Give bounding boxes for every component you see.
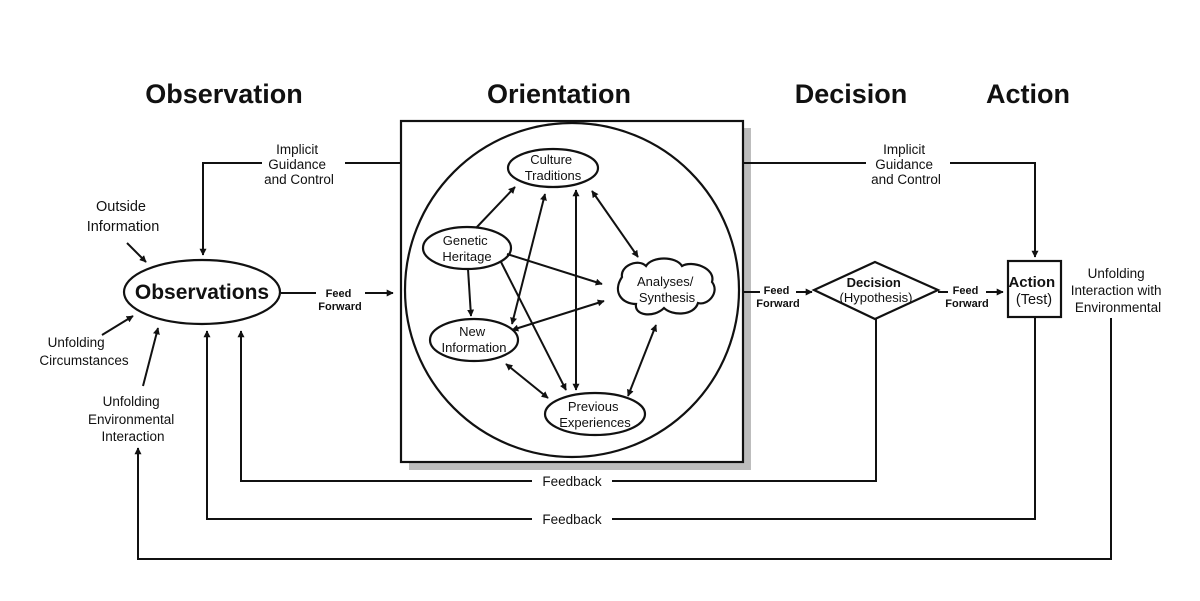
analyses-synthesis-node (616, 257, 716, 316)
observations-node (122, 258, 282, 326)
header-observation: Observation (145, 79, 303, 109)
implicit-guidance-left-label: Implicit Guidance and Control (264, 142, 334, 187)
outside-information-label: Outside Information (87, 199, 160, 235)
feedback-label-2: Feedback (542, 512, 602, 527)
new-information-node (428, 317, 520, 363)
implicit-guidance-left-arrow (199, 162, 401, 256)
analyses-synthesis-label: Analyses/ Synthesis (637, 274, 697, 305)
unfolding-circumstances-arrow (101, 315, 134, 336)
previous-experiences-node (543, 391, 647, 437)
feed-forward-2-label: Feed Forward (756, 285, 799, 310)
header-decision: Decision (795, 79, 908, 109)
new-information-label: New Information (441, 324, 506, 355)
feed-forward-3-label: Feed Forward (945, 285, 988, 310)
implicit-guidance-right-arrow (743, 162, 1039, 258)
feedback-loop-environment (134, 318, 1112, 560)
unfolding-environmental-interaction-label: Unfolding Environmental Interaction (88, 394, 178, 444)
action-label: Action (Test) (1008, 274, 1059, 308)
unfolding-interaction-right-label: Unfolding Interaction with Environmental (1071, 266, 1166, 315)
unfolding-environmental-interaction-arrow (142, 327, 160, 387)
header-action: Action (986, 79, 1070, 109)
culture-traditions-node (506, 147, 600, 189)
feedback-loop-action (203, 317, 1036, 520)
unfolding-circumstances-label: Unfolding Circumstances (39, 335, 129, 368)
previous-experiences-label: Previous Experiences (559, 399, 631, 430)
decision-label: Decision (Hypothesis) (840, 274, 913, 305)
feedback-label-1: Feedback (542, 474, 602, 489)
observations-label: Observations (135, 281, 269, 304)
culture-traditions-label: Culture Traditions (525, 152, 582, 183)
genetic-heritage-label: Genetic Heritage (442, 233, 491, 264)
inner-connector-arrows (467, 186, 657, 399)
feedback-loop-decision (237, 319, 877, 482)
outside-information-arrow (126, 242, 147, 263)
header-orientation: Orientation (487, 79, 631, 109)
feed-forward-1-label: Feed Forward (318, 288, 361, 313)
implicit-guidance-right-label: Implicit Guidance and Control (871, 142, 941, 187)
